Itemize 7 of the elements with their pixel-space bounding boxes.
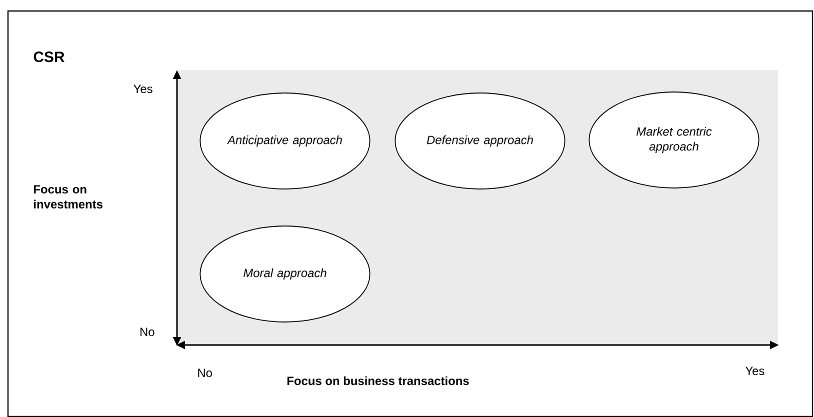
tick-label: No [198,368,212,378]
tick-label: Yes [134,84,152,94]
tick-label: Yes [745,366,764,376]
tick-label: No [140,328,154,336]
axis-title: Focus on business transactions [287,376,469,386]
axis-title: Focus on investments [34,185,102,208]
chart-title: CSR [34,52,64,62]
